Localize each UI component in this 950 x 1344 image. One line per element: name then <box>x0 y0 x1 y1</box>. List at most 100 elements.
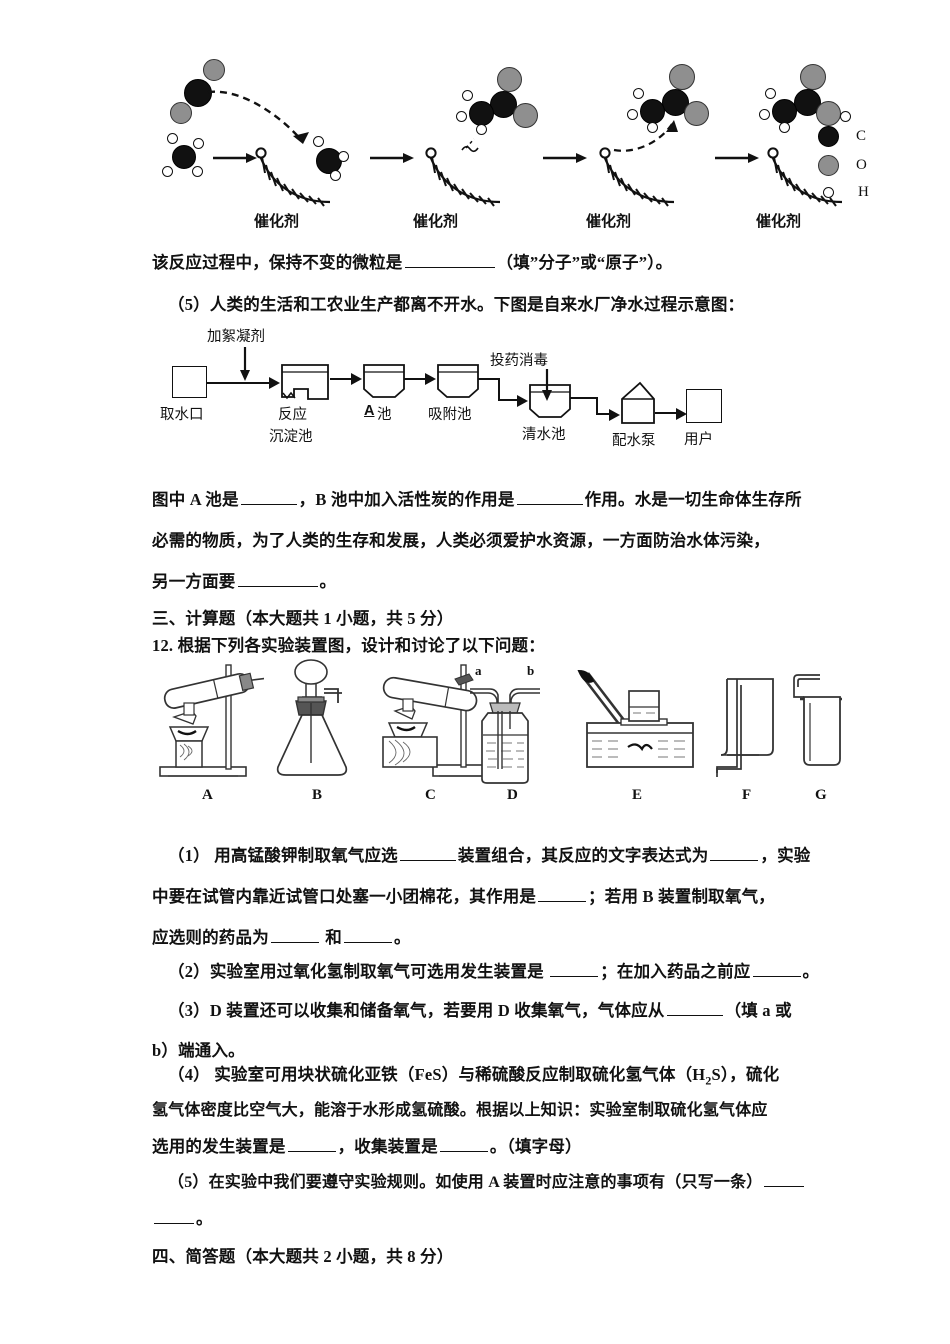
catalyst-caption: 催化剂 <box>413 214 459 230</box>
answer-blank[interactable] <box>710 845 759 861</box>
q12-part4-line1: （4） 实验室可用块状硫化亚铁（FeS）与稀硫酸反应制取硫化氢气体（H2S），硫… <box>168 1062 779 1093</box>
answer-blank[interactable] <box>343 927 392 943</box>
flow-label-disinfection: 投药消毒 <box>490 353 548 369</box>
catalyst-caption: 催化剂 <box>254 214 300 230</box>
q12-part2-seg1: 实验室用过氧化氢制取氧气可选用发生装置是 <box>209 962 544 981</box>
section-3-heading: 三、计算题（本大题共 1 小题，共 5 分） <box>152 609 454 628</box>
q5-number: （5） <box>168 295 210 314</box>
q12-part5-end: 。 <box>196 1209 213 1228</box>
q5-body-b: ，B 池中加入活性炭的作用是 <box>298 490 515 509</box>
legend-label-carbon: C <box>856 128 867 144</box>
flow-node-user <box>686 389 722 423</box>
answer-blank[interactable] <box>399 845 456 861</box>
catalyst-surface-icon <box>255 147 331 207</box>
flow-label-flocculant: 加絮凝剂 <box>207 329 265 345</box>
legend-row-carbon: C <box>818 126 866 147</box>
flow-node-adsorption-pool <box>437 364 479 398</box>
legend-label-oxygen: O <box>856 157 867 173</box>
oxygen-atom <box>816 101 841 126</box>
q12-part3-line2: b）端通入。 <box>152 1041 245 1060</box>
apparatus-label-f: F <box>742 787 752 803</box>
oxygen-atom <box>513 103 538 128</box>
q12-part5-text: 在实验中我们要遵守实验规则。如使用 A 装置时应注意的事项有（只写一条） <box>208 1174 763 1191</box>
answer-blank[interactable] <box>764 1171 805 1187</box>
q4-prompt-suffix: （填”分子”或“原子”）。 <box>496 253 673 272</box>
flow-label-sedimentation: 沉淀池 <box>269 429 313 445</box>
q5-body-line-1: 图中 A 池是，B 池中加入活性炭的作用是作用。水是一切生命体生存所 <box>152 487 802 512</box>
q12-part5-line2: 。 <box>152 1206 213 1231</box>
answer-blank[interactable] <box>666 1000 723 1016</box>
hydrogen-atom <box>765 88 776 99</box>
hydrogen-atom <box>627 109 638 120</box>
q12-part1-line3a: 应选则的药品为 <box>152 928 269 947</box>
oxygen-atom <box>203 59 225 81</box>
carbon-atom <box>772 99 797 124</box>
flow-node-reaction-sedimentation <box>281 364 329 400</box>
reaction-arrow-icon <box>370 153 414 163</box>
answer-blank[interactable] <box>287 1136 336 1152</box>
answer-blank[interactable] <box>154 1208 194 1224</box>
q4-prompt-text: 该反应过程中，保持不变的微粒是 <box>152 253 403 272</box>
apparatus-e-icon <box>577 669 694 768</box>
hydrogen-atom <box>162 166 173 177</box>
hydrogen-atom <box>462 90 473 101</box>
carbon-atom <box>172 145 196 169</box>
apparatus-label-e: E <box>632 787 643 803</box>
flow-label-user: 用户 <box>684 432 713 448</box>
flow-connector <box>404 378 428 380</box>
hydrogen-atom <box>167 133 178 144</box>
apparatus-g-icon <box>793 674 842 766</box>
apparatus-label-b: B <box>312 787 323 803</box>
q12-part4-number: （4） <box>168 1065 210 1084</box>
q12-text: 根据下列各实验装置图，设计和讨论了以下问题： <box>177 636 545 655</box>
answer-blank[interactable] <box>516 489 583 505</box>
q12-part1-seg2: 装置组合，其反应的文字表达式为 <box>457 846 709 865</box>
q5-body-c: 作用。水是一切生命体生存所 <box>584 490 802 509</box>
carbon-atom <box>469 101 494 126</box>
flow-connector <box>570 397 598 399</box>
legend-row-oxygen: O <box>818 155 867 176</box>
q12-part1-line1: （1） 用高锰酸钾制取氧气应选装置组合，其反应的文字表达式为，实验 <box>168 843 811 868</box>
flow-label-water-pump: 配水泵 <box>612 433 656 449</box>
oxygen-atom <box>669 64 695 90</box>
hydrogen-atom <box>476 124 487 135</box>
flow-connector <box>596 397 598 415</box>
answer-blank[interactable] <box>404 252 495 268</box>
down-arrow-icon <box>240 347 250 381</box>
right-arrow-icon <box>351 373 362 385</box>
q5-stem-line: （5）人类的生活和工农业生产都离不开水。下图是自来水厂净水过程示意图： <box>168 292 744 317</box>
answer-blank[interactable] <box>240 489 297 505</box>
hydrogen-atom <box>840 111 851 122</box>
apparatus-d-icon <box>470 688 540 784</box>
oxygen-atom <box>170 102 192 124</box>
answer-blank[interactable] <box>270 927 319 943</box>
q12-part1-seg1: 用高锰酸钾制取氧气应选 <box>214 846 398 865</box>
q12-part4-post: S），硫化 <box>711 1065 780 1084</box>
q12-part1-line2b: ；若用 B 装置制取氧气， <box>588 887 775 906</box>
down-arrow-icon <box>542 369 552 401</box>
q12-part3-line1: （3）D 装置还可以收集和储备氧气，若要用 D 收集氧气，气体应从（填 a 或 <box>168 998 792 1023</box>
answer-blank[interactable] <box>538 886 587 902</box>
flow-label-pool-a-suffix: 池 <box>377 407 392 423</box>
answer-blank[interactable] <box>752 961 801 977</box>
q5-text: 人类的生活和工农业生产都离不开水。下图是自来水厂净水过程示意图： <box>209 295 745 314</box>
reaction-arrow-icon <box>213 153 257 163</box>
answer-blank[interactable] <box>550 961 599 977</box>
oxygen-atom <box>800 64 826 90</box>
apparatus-port-label-b: b <box>527 663 535 678</box>
flow-label-clean-water-pool: 清水池 <box>522 427 566 443</box>
q12-part1-line3: 应选则的药品为 和 。 <box>152 925 411 950</box>
q12-part1-line3c: 。 <box>393 928 411 947</box>
q12-part1-line3b: 和 <box>325 928 342 947</box>
right-arrow-icon <box>425 373 436 385</box>
apparatus-b-icon <box>276 659 348 776</box>
apparatus-label-d: D <box>507 787 518 803</box>
answer-blank[interactable] <box>237 571 318 587</box>
q12-part4-line3: 选用的发生装置是，收集装置是。（填字母） <box>152 1134 582 1159</box>
q12-part1-number: （1） <box>168 846 210 865</box>
catalyst-surface-icon <box>767 147 843 207</box>
q12-part4-line3b: ，收集装置是 <box>337 1137 438 1156</box>
answer-blank[interactable] <box>439 1136 488 1152</box>
flow-connector <box>478 378 500 380</box>
